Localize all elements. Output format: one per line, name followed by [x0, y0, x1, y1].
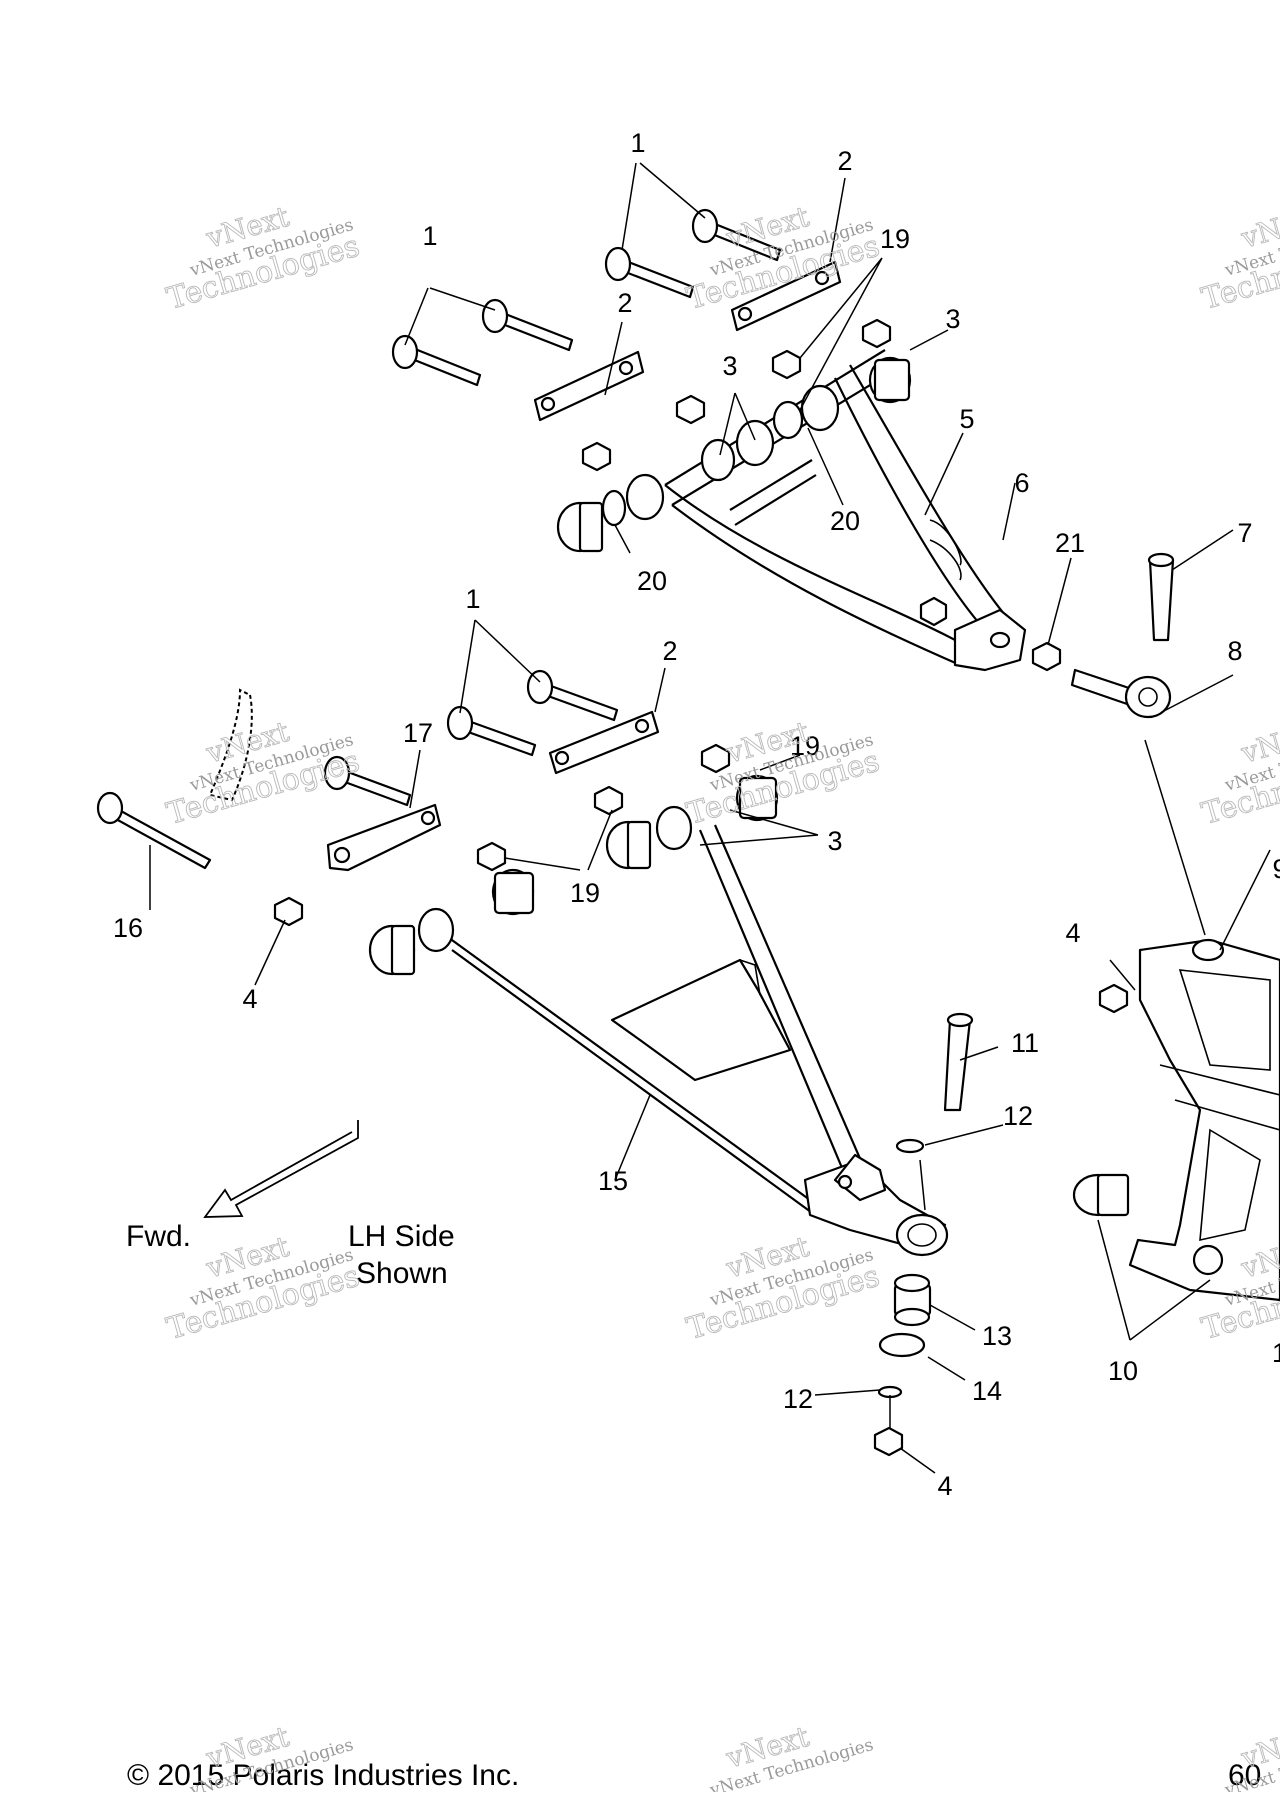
callouts: 1 1 1 2 2 2 3 3 3 4 4 4 5 6 7 8 9 10 11 …	[113, 128, 1280, 1501]
callout-11: 11	[1011, 1028, 1039, 1058]
callout-1c: 1	[465, 584, 480, 614]
side-note-line1: LH Side	[348, 1220, 455, 1253]
upper-a-arm	[664, 349, 1027, 672]
watermark: vNext vNext Technologies	[707, 1719, 876, 1797]
callout-3b: 3	[722, 351, 737, 381]
forward-label: Fwd.	[126, 1220, 191, 1253]
watermark: vNext vNext Technologies	[1222, 1719, 1280, 1797]
tie-rod-end	[1070, 552, 1175, 719]
callout-20b: 20	[637, 566, 667, 596]
callout-18: 18	[1272, 1338, 1280, 1368]
callout-3c: 3	[827, 826, 842, 856]
callout-2c: 2	[662, 636, 677, 666]
dashed-bracket	[208, 688, 253, 802]
callout-19c: 19	[570, 878, 600, 908]
callout-4a: 4	[242, 984, 257, 1014]
spindle	[1128, 938, 1280, 1302]
callout-6: 6	[1014, 468, 1029, 498]
callout-4b: 4	[1065, 918, 1080, 948]
callout-15: 15	[598, 1166, 628, 1196]
callout-1b: 1	[422, 221, 437, 251]
callout-13: 13	[982, 1321, 1012, 1351]
callout-1a: 1	[630, 128, 645, 158]
lower-a-arm	[444, 824, 949, 1257]
watermark: vNext vNext Technologies Technologies	[162, 199, 363, 317]
page-code: 60	[1228, 1759, 1261, 1792]
lower-bolts	[96, 669, 974, 1112]
watermark: vNext vNext Technologies Technologies	[162, 714, 363, 832]
side-note-line2: Shown	[356, 1257, 448, 1290]
callout-14: 14	[972, 1376, 1002, 1406]
callout-4c: 4	[937, 1471, 952, 1501]
watermark: vNext vNext Technologies Technologies	[682, 1229, 883, 1347]
lower-bushings	[368, 774, 779, 976]
callout-20a: 20	[830, 506, 860, 536]
callout-12b: 12	[783, 1384, 813, 1414]
watermark: vNext vNext Technologies Technologies	[1197, 714, 1280, 832]
callout-19a: 19	[880, 224, 910, 254]
bushing-10	[1072, 1173, 1130, 1217]
callout-12a: 12	[1003, 1101, 1033, 1131]
callout-19b: 19	[790, 731, 820, 761]
callout-9: 9	[1272, 854, 1280, 884]
callout-2b: 2	[617, 288, 632, 318]
upper-bolts	[391, 208, 842, 422]
copyright: © 2015 Polaris Industries Inc.	[127, 1759, 519, 1792]
leader-lines	[149, 162, 1271, 1474]
upper-bushings	[556, 356, 912, 553]
callout-10: 10	[1108, 1356, 1138, 1386]
upper-nuts	[581, 318, 1062, 672]
ball-joint	[878, 1273, 932, 1358]
callout-3a: 3	[945, 304, 960, 334]
callout-21: 21	[1055, 528, 1085, 558]
callout-2a: 2	[837, 146, 852, 176]
callout-8: 8	[1227, 636, 1242, 666]
forward-arrow	[203, 1120, 359, 1218]
lower-nuts	[273, 743, 1129, 1457]
callout-7: 7	[1237, 518, 1252, 548]
watermark: vNext vNext Technologies Technologies	[1197, 199, 1280, 317]
callout-5: 5	[959, 404, 974, 434]
callout-16: 16	[113, 913, 143, 943]
callout-17: 17	[403, 718, 433, 748]
